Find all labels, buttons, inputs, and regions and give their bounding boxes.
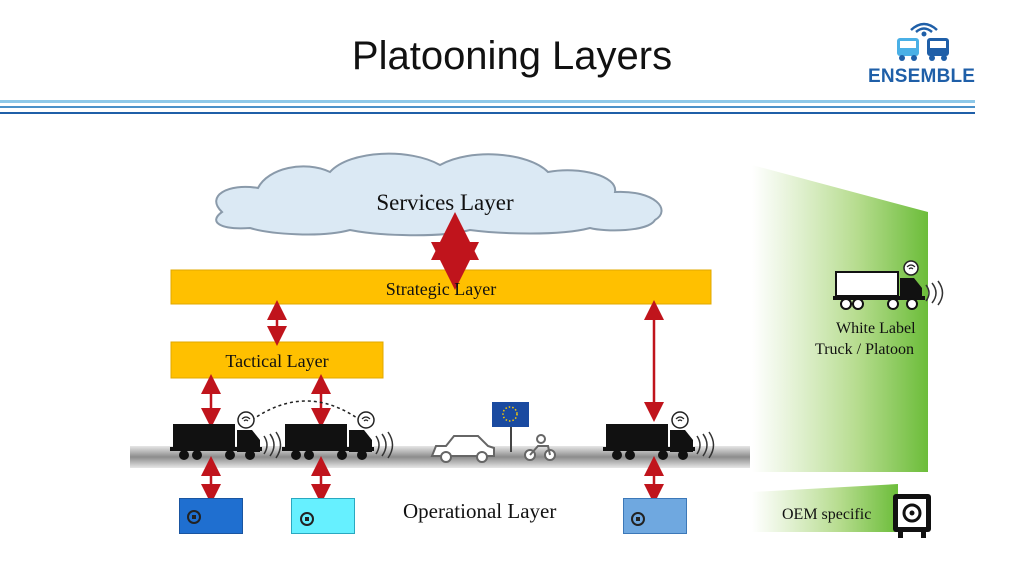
truck-icon-3 (603, 424, 715, 460)
page-title: Platooning Layers (351, 34, 673, 78)
lock-icon (631, 512, 645, 526)
ensemble-logo-icon (897, 22, 949, 61)
white-label-panel (752, 165, 928, 472)
white-label-truck-icon (833, 260, 944, 310)
logo-text: ENSEMBLE (868, 66, 976, 87)
motorcycle-icon (524, 434, 556, 461)
operational-layer-label: Operational Layer (403, 499, 557, 523)
white-label-text-2: Truck / Platoon (815, 341, 914, 358)
lock-icon (300, 512, 314, 526)
white-label-text-1: White Label (836, 320, 916, 337)
wifi-icon-2 (357, 411, 375, 429)
tactical-layer-label: Tactical Layer (225, 351, 329, 371)
v2v-arc (251, 400, 361, 421)
header-rule-light (0, 100, 975, 103)
lock-icon (187, 510, 201, 524)
oem-panel (752, 484, 898, 532)
wifi-icon-3 (671, 411, 689, 429)
truck-icon-1 (170, 424, 282, 460)
wifi-icon-1 (237, 411, 255, 429)
services-layer-label: Services Layer (376, 190, 514, 215)
services-cloud (215, 152, 663, 237)
header-rule-mid (0, 106, 975, 108)
header-rule-dark (0, 112, 975, 114)
oem-specific-label: OEM specific (782, 506, 872, 523)
safe-icon (893, 494, 931, 538)
strategic-layer-label: Strategic Layer (385, 279, 497, 299)
tactical-layer-bar (170, 341, 384, 379)
truck-icon-2 (282, 424, 394, 460)
eu-flag-icon (492, 402, 529, 452)
car-icon (430, 435, 495, 463)
